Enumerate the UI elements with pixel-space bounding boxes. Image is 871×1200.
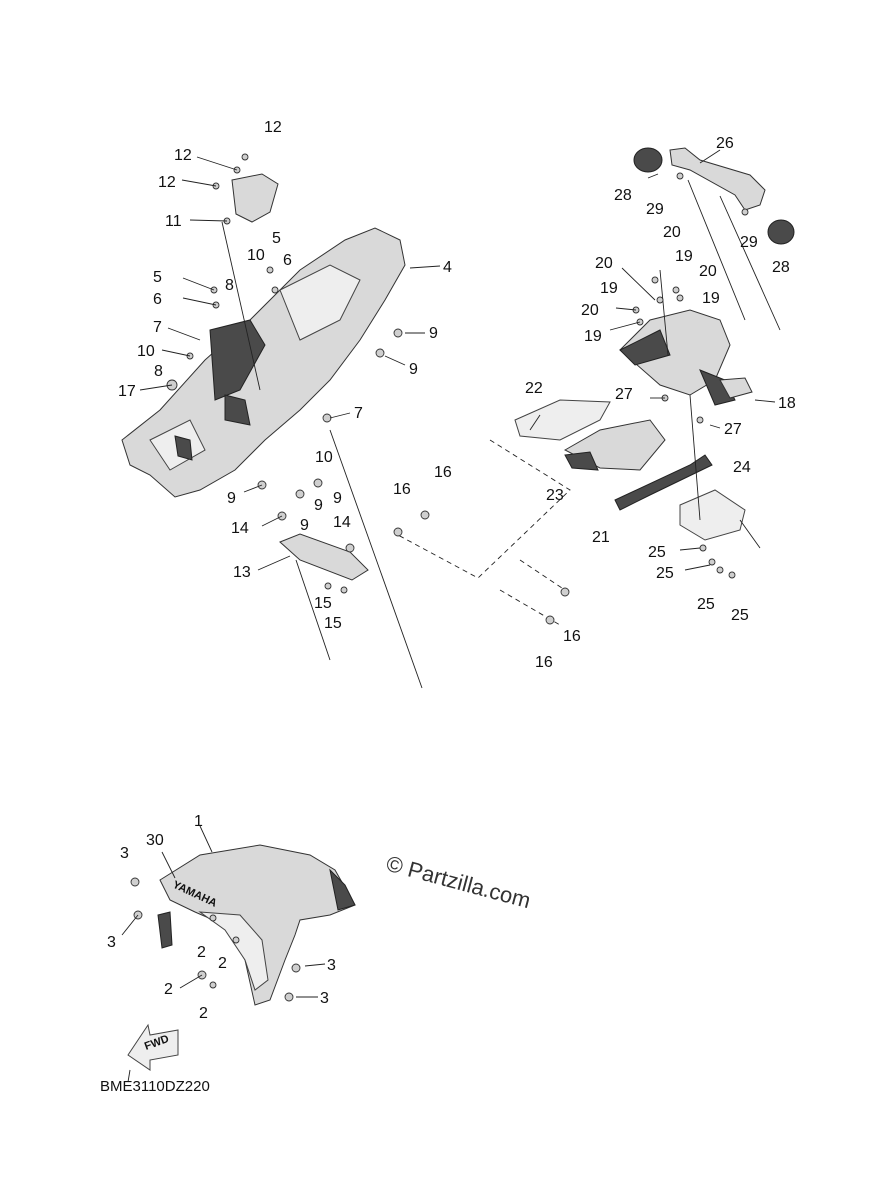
callout: 10 [137,343,155,360]
callout: 2 [197,944,206,961]
callout: 10 [247,247,265,264]
callout: 25 [656,565,674,582]
callout: 9 [409,361,418,378]
callout: 13 [233,564,251,581]
callout: 18 [778,395,796,412]
callout: 19 [702,290,720,307]
callout: 4 [443,259,452,276]
rear-fender: FWD YAMAHA [121,825,356,1083]
bolt-markers-right [393,172,749,625]
callout: 27 [615,386,633,403]
callout: 9 [429,325,438,342]
callout: 9 [333,490,342,507]
callout: 12 [158,174,176,191]
callout: 21 [592,529,610,546]
callout: 26 [716,135,734,152]
callout: 2 [164,981,173,998]
callout: 3 [320,990,329,1007]
callout: 11 [165,213,182,230]
forward-arrow-icon: FWD [127,1023,179,1071]
callout: 7 [354,405,363,422]
callout: 12 [264,119,282,136]
callout: 7 [153,319,162,336]
callout: 6 [283,252,292,269]
callout: 15 [324,615,342,632]
callout: 14 [231,520,249,537]
callout: 25 [697,596,715,613]
callout: 1 [194,813,203,830]
callout-numbers: 12 12 12 11 5 10 6 4 5 8 6 9 7 10 8 9 17… [107,119,796,1022]
callout: 2 [199,1005,208,1022]
callout: 8 [225,277,234,294]
callout: 9 [314,497,323,514]
callout: 19 [584,328,602,345]
callout: 2 [218,955,227,972]
callout: 25 [648,544,666,561]
diagram-code: BME3110DZ220 [100,1078,210,1095]
callout: 3 [107,934,116,951]
callout: 27 [724,421,742,438]
callout: 16 [393,481,411,498]
callout: 20 [581,302,599,319]
callout: 16 [535,654,553,671]
tail-assembly [393,147,795,626]
callout: 20 [699,263,717,280]
watermark-text: © Partzilla.com [384,851,534,914]
callout: 3 [327,957,336,974]
callout: 30 [146,832,164,849]
callout: 19 [600,280,618,297]
callout: 15 [314,595,332,612]
callout: 29 [646,201,664,218]
callout: 3 [120,845,129,862]
rear-inner-cover-assembly [121,153,441,689]
callout: 12 [174,147,192,164]
callout: 9 [227,490,236,507]
callout: 25 [731,607,749,624]
callout: 16 [434,464,452,481]
callout: 9 [300,517,309,534]
callout: 5 [153,269,162,286]
callout: 17 [118,383,136,400]
callout: 10 [315,449,333,466]
callout: 5 [272,230,281,247]
callout: 14 [333,514,351,531]
callout: 29 [740,234,758,251]
callout: 20 [595,255,613,272]
callout: 16 [563,628,581,645]
callout: 24 [733,459,751,476]
callout: 28 [614,187,632,204]
callout: 23 [546,487,564,504]
callout: 22 [525,380,543,397]
callout: 19 [675,248,693,265]
callout: 28 [772,259,790,276]
callout: 6 [153,291,162,308]
callout: 8 [154,363,163,380]
callout: 20 [663,224,681,241]
